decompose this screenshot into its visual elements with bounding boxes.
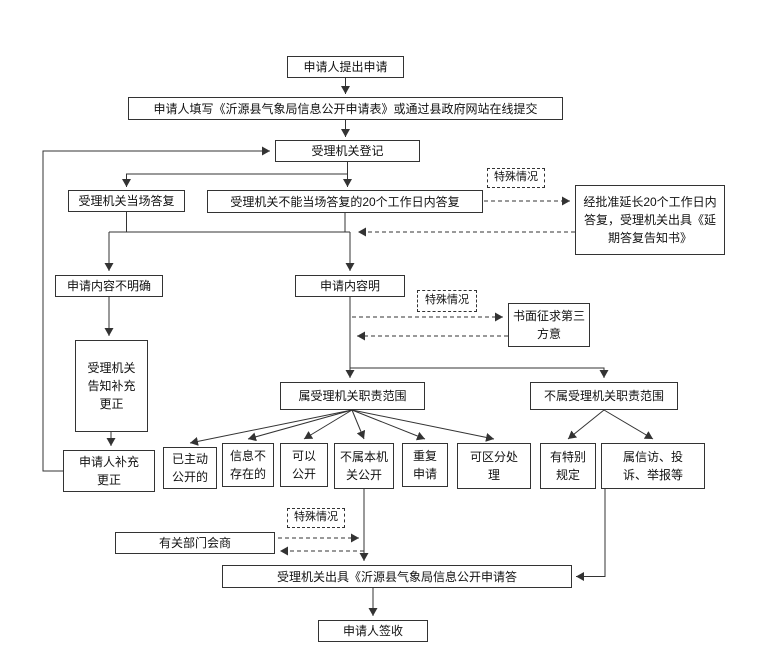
node-can-disclose: 可以公开 <box>280 443 328 487</box>
node-applicant-submit: 申请人提出申请 <box>287 56 404 78</box>
node-in-scope: 属受理机关职责范围 <box>280 382 425 410</box>
node-already-disclosed: 已主动公开的 <box>163 447 217 489</box>
node-out-of-scope: 不属受理机关职责范围 <box>530 382 678 410</box>
node-dept-consultation: 有关部门会商 <box>115 532 275 554</box>
node-not-this-authority: 不属本机关公开 <box>334 443 394 489</box>
node-info-not-exist: 信息不存在的 <box>222 443 274 487</box>
node-third-party-consult: 书面征求第三方意 <box>508 303 590 347</box>
node-fill-form: 申请人填写《沂源县气象局信息公开申请表》或通过县政府网站在线提交 <box>128 97 563 120</box>
node-register: 受理机关登记 <box>275 140 420 162</box>
node-petition-complaint: 属信访、投诉、举报等 <box>601 443 705 489</box>
label-special-case-3: 特殊情况 <box>287 508 345 528</box>
node-special-provisions: 有特别规定 <box>540 443 596 489</box>
node-sign-receipt: 申请人签收 <box>318 620 428 642</box>
node-reply-within-20-days: 受理机关不能当场答复的20个工作日内答复 <box>207 190 483 213</box>
label-special-case-1: 特殊情况 <box>487 168 545 188</box>
node-issue-reply: 受理机关出具《沂源县气象局信息公开申请答 <box>222 565 572 588</box>
node-onsite-reply: 受理机关当场答复 <box>68 190 185 212</box>
dashed-connectors <box>278 196 575 556</box>
node-content-clear: 申请内容明 <box>295 275 405 297</box>
node-notify-supplement: 受理机关告知补充更正 <box>75 340 148 432</box>
node-content-unclear: 申请内容不明确 <box>55 275 163 297</box>
node-repeat-application: 重复申请 <box>402 443 448 487</box>
label-special-case-2: 特殊情况 <box>417 290 477 312</box>
node-applicant-supplement: 申请人补充更正 <box>63 450 155 492</box>
node-separable-handling: 可区分处理 <box>457 443 531 489</box>
node-extend-reply: 经批准延长20个工作日内答复，受理机关出具《延期答复告知书》 <box>575 185 725 255</box>
